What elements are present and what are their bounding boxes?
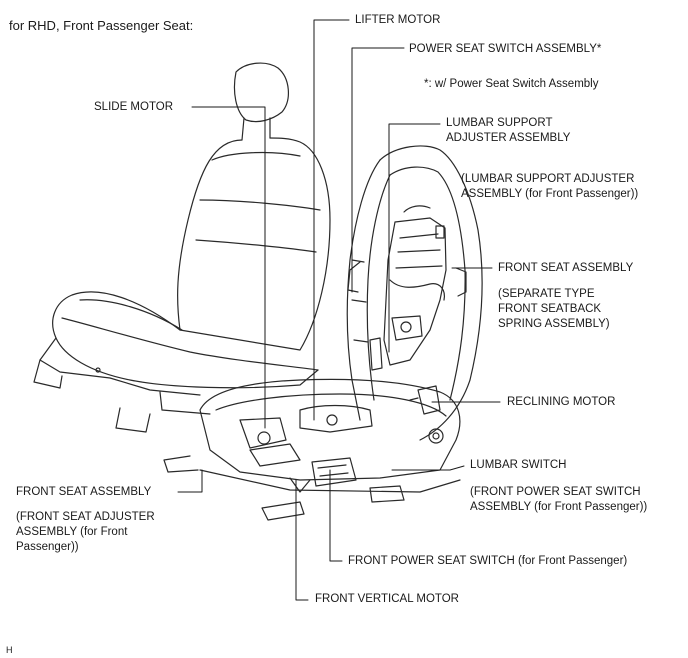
label-reclining-motor: RECLINING MOTOR (507, 396, 616, 408)
label-power-seat-switch-assembly: POWER SEAT SWITCH ASSEMBLY* (409, 43, 602, 55)
label-front-seat-assembly-right: FRONT SEAT ASSEMBLY (498, 262, 634, 274)
complete-seat-outline (33, 62, 331, 433)
label-front-vertical-motor: FRONT VERTICAL MOTOR (315, 593, 459, 605)
label-lumbar-support-adjuster-assembly: LUMBAR SUPPORT ADJUSTER ASSEMBLY (446, 117, 571, 144)
exploded-seat-frame (163, 145, 483, 521)
label-lumbar-support-adjuster-note: (LUMBAR SUPPORT ADJUSTER ASSEMBLY (for F… (461, 173, 639, 200)
label-lifter-motor: LIFTER MOTOR (355, 14, 441, 26)
label-lumbar-switch: LUMBAR SWITCH (470, 459, 567, 471)
diagram-title: for RHD, Front Passenger Seat: (9, 18, 194, 33)
label-footnote: *: w/ Power Seat Switch Assembly (424, 78, 599, 90)
label-front-seat-adjuster-note: (FRONT SEAT ADJUSTER ASSEMBLY (for Front… (16, 511, 155, 553)
label-front-power-seat-switch-note: (FRONT POWER SEAT SWITCH ASSEMBLY (for F… (470, 486, 648, 513)
label-slide-motor: SLIDE MOTOR (94, 101, 174, 113)
label-front-power-seat-switch: FRONT POWER SEAT SWITCH (for Front Passe… (348, 555, 628, 567)
footer-code: H (6, 645, 13, 655)
leader-lines (177, 19, 501, 601)
label-separate-type-note: (SEPARATE TYPE FRONT SEATBACK SPRING ASS… (498, 288, 610, 330)
label-front-seat-assembly-left: FRONT SEAT ASSEMBLY (16, 486, 152, 498)
